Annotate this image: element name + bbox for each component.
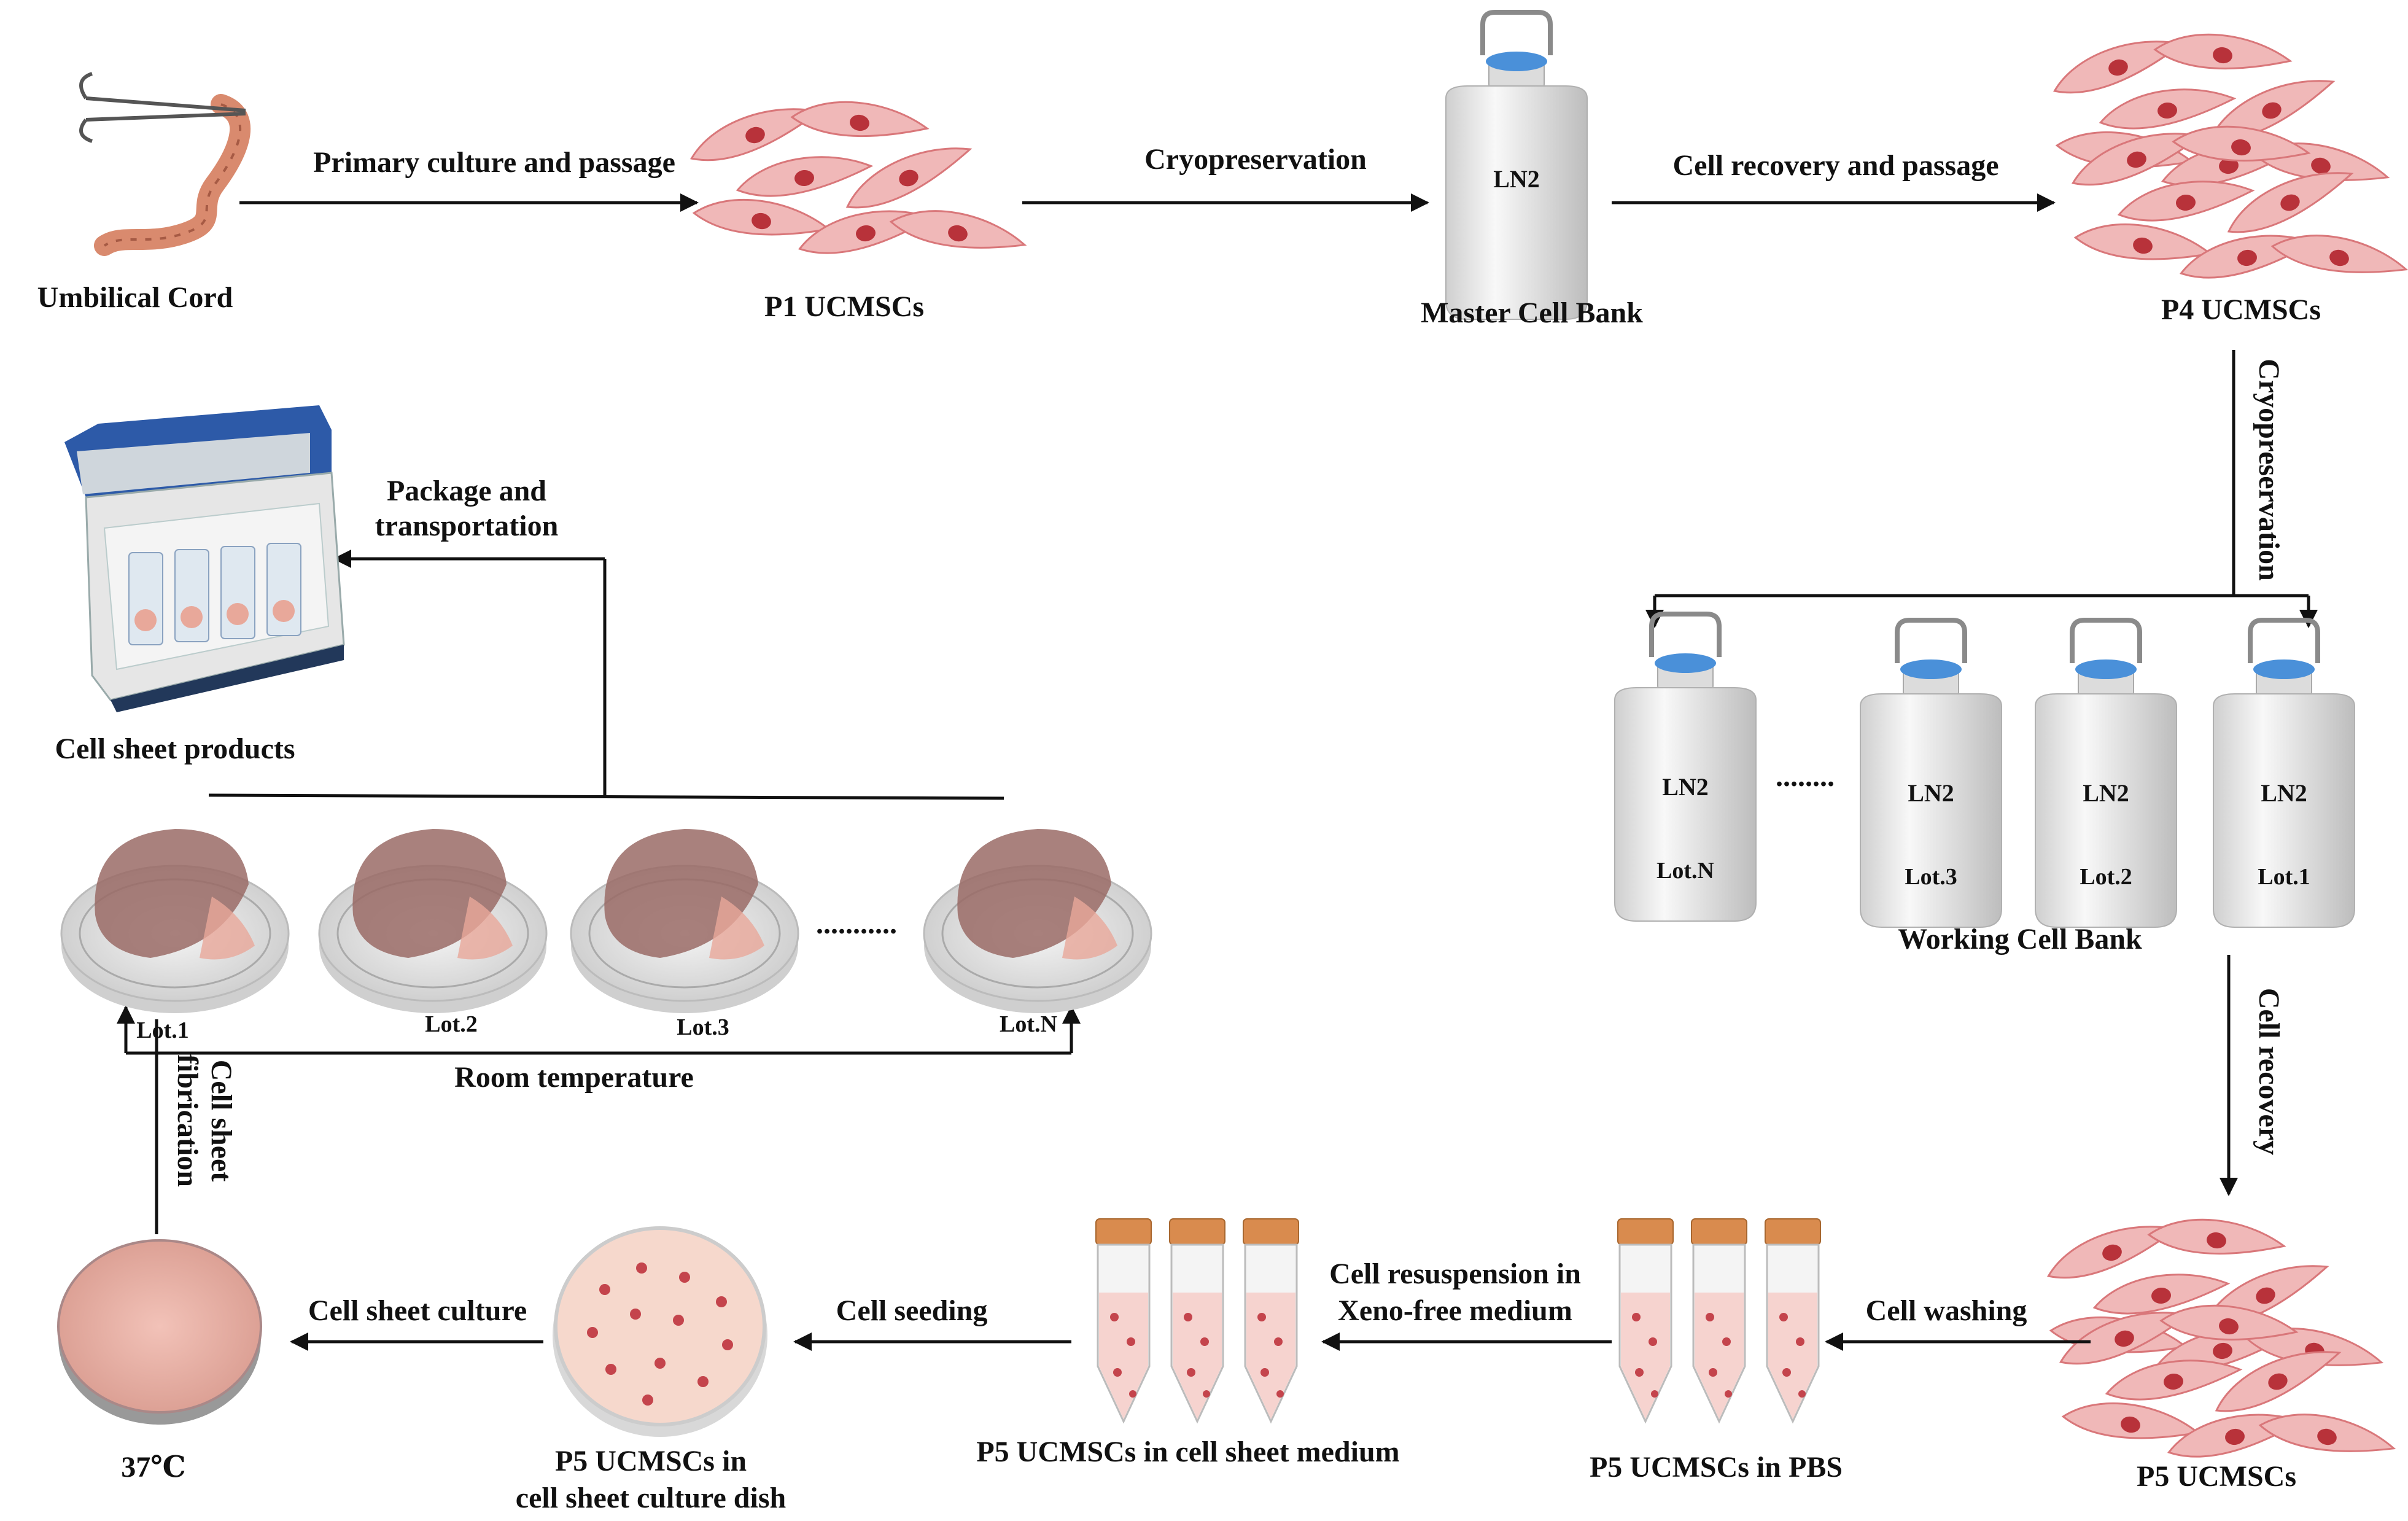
label-cell-sheet-products: Cell sheet products	[55, 733, 295, 765]
sheet-medium-tube-1	[1095, 1218, 1152, 1423]
master-tank-ln2: LN2	[1493, 165, 1540, 193]
p4-cells-illustration	[2048, 24, 2408, 290]
pbs-tube-1	[1617, 1218, 1674, 1423]
label-p5-sheet-medium: P5 UCMSCs in cell sheet medium	[976, 1436, 1399, 1468]
label-master-bank: Master Cell Bank	[1421, 297, 1643, 329]
pbs-tube-3	[1764, 1218, 1822, 1423]
step-cryo-1: Cryopreservation	[1144, 143, 1367, 176]
label-p5: P5 UCMSCs	[2137, 1460, 2296, 1493]
dish-lot-label-1: Lot.1	[136, 1017, 189, 1043]
step-recovery-passage: Cell recovery and passage	[1672, 149, 1998, 182]
step-package-line2: transportation	[375, 510, 559, 542]
sheet-dish-lot-1	[60, 828, 290, 1014]
step-cell-recovery: Cell recovery	[2253, 988, 2285, 1155]
step-fabrication-line2: fibrication	[171, 1054, 204, 1187]
label-p5-pbs: P5 UCMSCs in PBS	[1590, 1451, 1843, 1484]
label-working-bank: Working Cell Bank	[1898, 923, 2142, 955]
step-resuspension-line1: Cell resuspension in	[1329, 1258, 1581, 1290]
tank-ln2-lot-2: LN2	[2083, 779, 2129, 807]
tank-ln2-lot-n: LN2	[1662, 773, 1709, 801]
pbs-tubes	[1617, 1218, 1822, 1423]
p1-cells-illustration	[685, 91, 1028, 266]
step-cryo-2: Cryopreservation	[2253, 359, 2285, 581]
cooler-box-illustration	[64, 405, 345, 712]
label-p1: P1 UCMSCs	[764, 290, 924, 323]
tank-lot-label-2: Lot.2	[2080, 864, 2132, 890]
sheet-medium-tube-2	[1168, 1218, 1226, 1423]
tank-ellipsis: ........	[1776, 760, 1835, 793]
step-resuspension-line2: Xeno-free medium	[1338, 1294, 1572, 1327]
working-bank-tanks	[1615, 614, 2355, 927]
cell-sheet-dishes	[60, 828, 1152, 1014]
umbilical-cord-illustration	[79, 72, 251, 256]
dish-lot-label-3: Lot.3	[677, 1014, 729, 1040]
sheet-dish-lot-2	[318, 828, 548, 1014]
label-umbilical-cord: Umbilical Cord	[37, 281, 233, 314]
pbs-tube-2	[1690, 1218, 1748, 1423]
step-package-line1: Package and	[387, 475, 546, 507]
step-seeding: Cell seeding	[836, 1294, 988, 1327]
bracket-dishes-top	[208, 793, 1004, 800]
dish-lot-label-2: Lot.2	[425, 1011, 478, 1037]
step-primary-culture: Primary culture and passage	[313, 146, 675, 179]
label-p4: P4 UCMSCs	[2161, 294, 2321, 326]
dish-lot-label-n: Lot.N	[1000, 1011, 1057, 1037]
sheet-medium-tubes	[1095, 1218, 1300, 1423]
label-p5-dish-line1: P5 UCMSCs in	[555, 1445, 747, 1477]
step-fabrication-line1: Cell sheet	[205, 1060, 238, 1182]
step-room-temperature: Room temperature	[454, 1061, 694, 1094]
p5-cells-illustration	[2041, 1209, 2397, 1469]
sheet-medium-tube-3	[1242, 1218, 1300, 1423]
seeded-dish-illustration	[553, 1226, 767, 1437]
step-sheet-culture: Cell sheet culture	[308, 1294, 527, 1327]
dish-ellipsis: ...........	[816, 908, 897, 940]
label-37c: 37℃	[121, 1451, 186, 1484]
incubation-dish-illustration	[57, 1239, 262, 1425]
tank-ln2-lot-3: LN2	[1908, 779, 1954, 807]
tank-lot-label-3: Lot.3	[1905, 864, 1957, 890]
step-cell-washing: Cell washing	[1866, 1294, 2027, 1327]
label-p5-dish-line2: cell sheet culture dish	[516, 1482, 786, 1514]
tank-lot-label-1: Lot.1	[2258, 864, 2310, 890]
tank-lot-label-n: Lot.N	[1656, 858, 1714, 884]
sheet-dish-lot-3	[570, 828, 799, 1014]
sheet-dish-lot-n	[923, 828, 1152, 1014]
tank-ln2-lot-1: LN2	[2261, 779, 2307, 807]
